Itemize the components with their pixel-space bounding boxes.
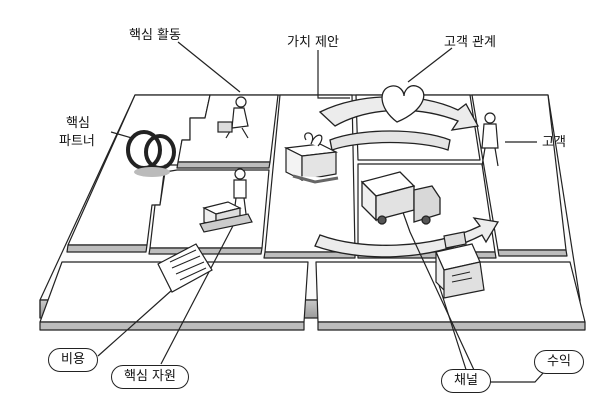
key-partners-label-line2: 파트너 xyxy=(59,134,95,149)
invoice-paper-icon xyxy=(157,243,213,293)
gift-box-icon xyxy=(283,132,339,184)
delivery-truck-icon xyxy=(360,171,441,225)
interlocked-rings-icon xyxy=(126,130,176,177)
revenue-callout: 수익 xyxy=(534,350,584,374)
key-resources-callout: 핵심 자원 xyxy=(111,365,189,389)
value-proposition-label: 가치 제안 xyxy=(287,35,339,50)
key-partners-label-line1: 핵심 xyxy=(66,116,90,131)
cost-callout: 비용 xyxy=(48,348,98,372)
customer-person-icon xyxy=(481,112,499,167)
customers-label: 고객 xyxy=(542,135,566,150)
key-activities-label: 핵심 활동 xyxy=(129,28,181,43)
flow-arrows xyxy=(314,96,500,258)
cash-register-icon xyxy=(435,231,485,299)
person-working-icon xyxy=(217,96,249,139)
box-cart-icon xyxy=(199,201,253,233)
customer-relationships-label: 고객 관계 xyxy=(444,35,496,50)
heart-icon xyxy=(381,85,425,123)
channels-callout: 채널 xyxy=(441,369,491,393)
